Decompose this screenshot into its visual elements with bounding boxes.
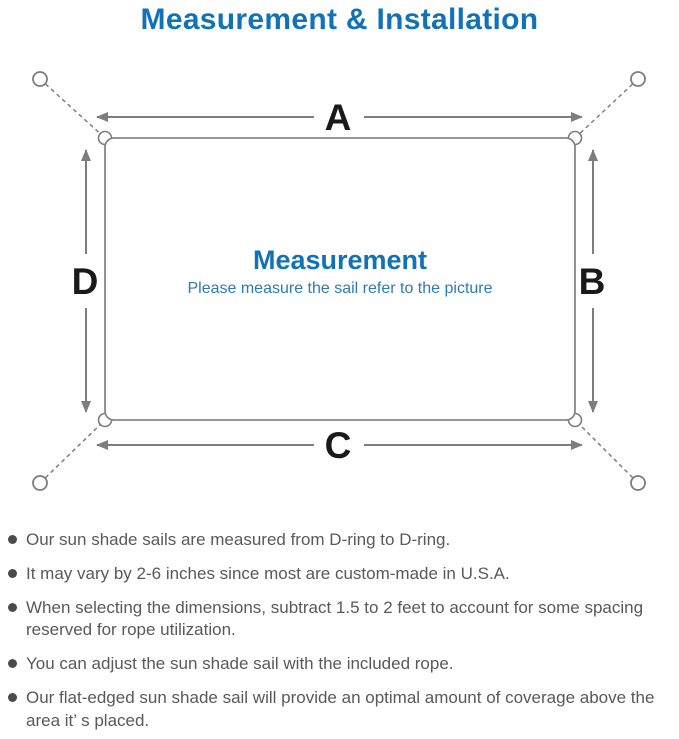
- dimension-label-c: C: [325, 425, 352, 466]
- list-item: Our flat-edged sun shade sail will provi…: [8, 687, 677, 731]
- diagram-center-title: Measurement: [253, 245, 427, 275]
- notes-list: Our sun shade sails are measured from D-…: [8, 529, 677, 739]
- dimension-label-d: D: [72, 261, 99, 302]
- list-item: You can adjust the sun shade sail with t…: [8, 653, 677, 675]
- anchor-ring-icons: [32, 71, 646, 491]
- sail-outline: [104, 137, 576, 421]
- bullet-icon: [8, 659, 17, 669]
- page-title: Measurement & Installation: [140, 3, 539, 36]
- corner-tie-lines: [39, 78, 639, 484]
- bullet-icon: [8, 693, 17, 703]
- dimension-label-b: B: [579, 261, 606, 302]
- dimension-arrows: [81, 112, 598, 450]
- note-text: When selecting the dimensions, subtract …: [26, 598, 644, 640]
- bullet-icon: [8, 569, 17, 579]
- sail-measurement-diagram: A B C D Measurement Please measure the s…: [32, 71, 646, 491]
- diagram-center-subtitle: Please measure the sail refer to the pic…: [187, 280, 492, 297]
- list-item: It may vary by 2-6 inches since most are…: [8, 563, 677, 585]
- list-item: Our sun shade sails are measured from D-…: [8, 529, 677, 551]
- bullet-icon: [8, 535, 17, 544]
- note-text: You can adjust the sun shade sail with t…: [26, 654, 454, 674]
- list-item: When selecting the dimensions, subtract …: [8, 597, 677, 641]
- note-text: Our flat-edged sun shade sail will provi…: [26, 688, 655, 730]
- bullet-icon: [8, 603, 17, 613]
- note-text: Our sun shade sails are measured from D-…: [26, 530, 451, 549]
- note-text: It may vary by 2-6 inches since most are…: [26, 564, 510, 584]
- dimension-label-a: A: [325, 97, 352, 138]
